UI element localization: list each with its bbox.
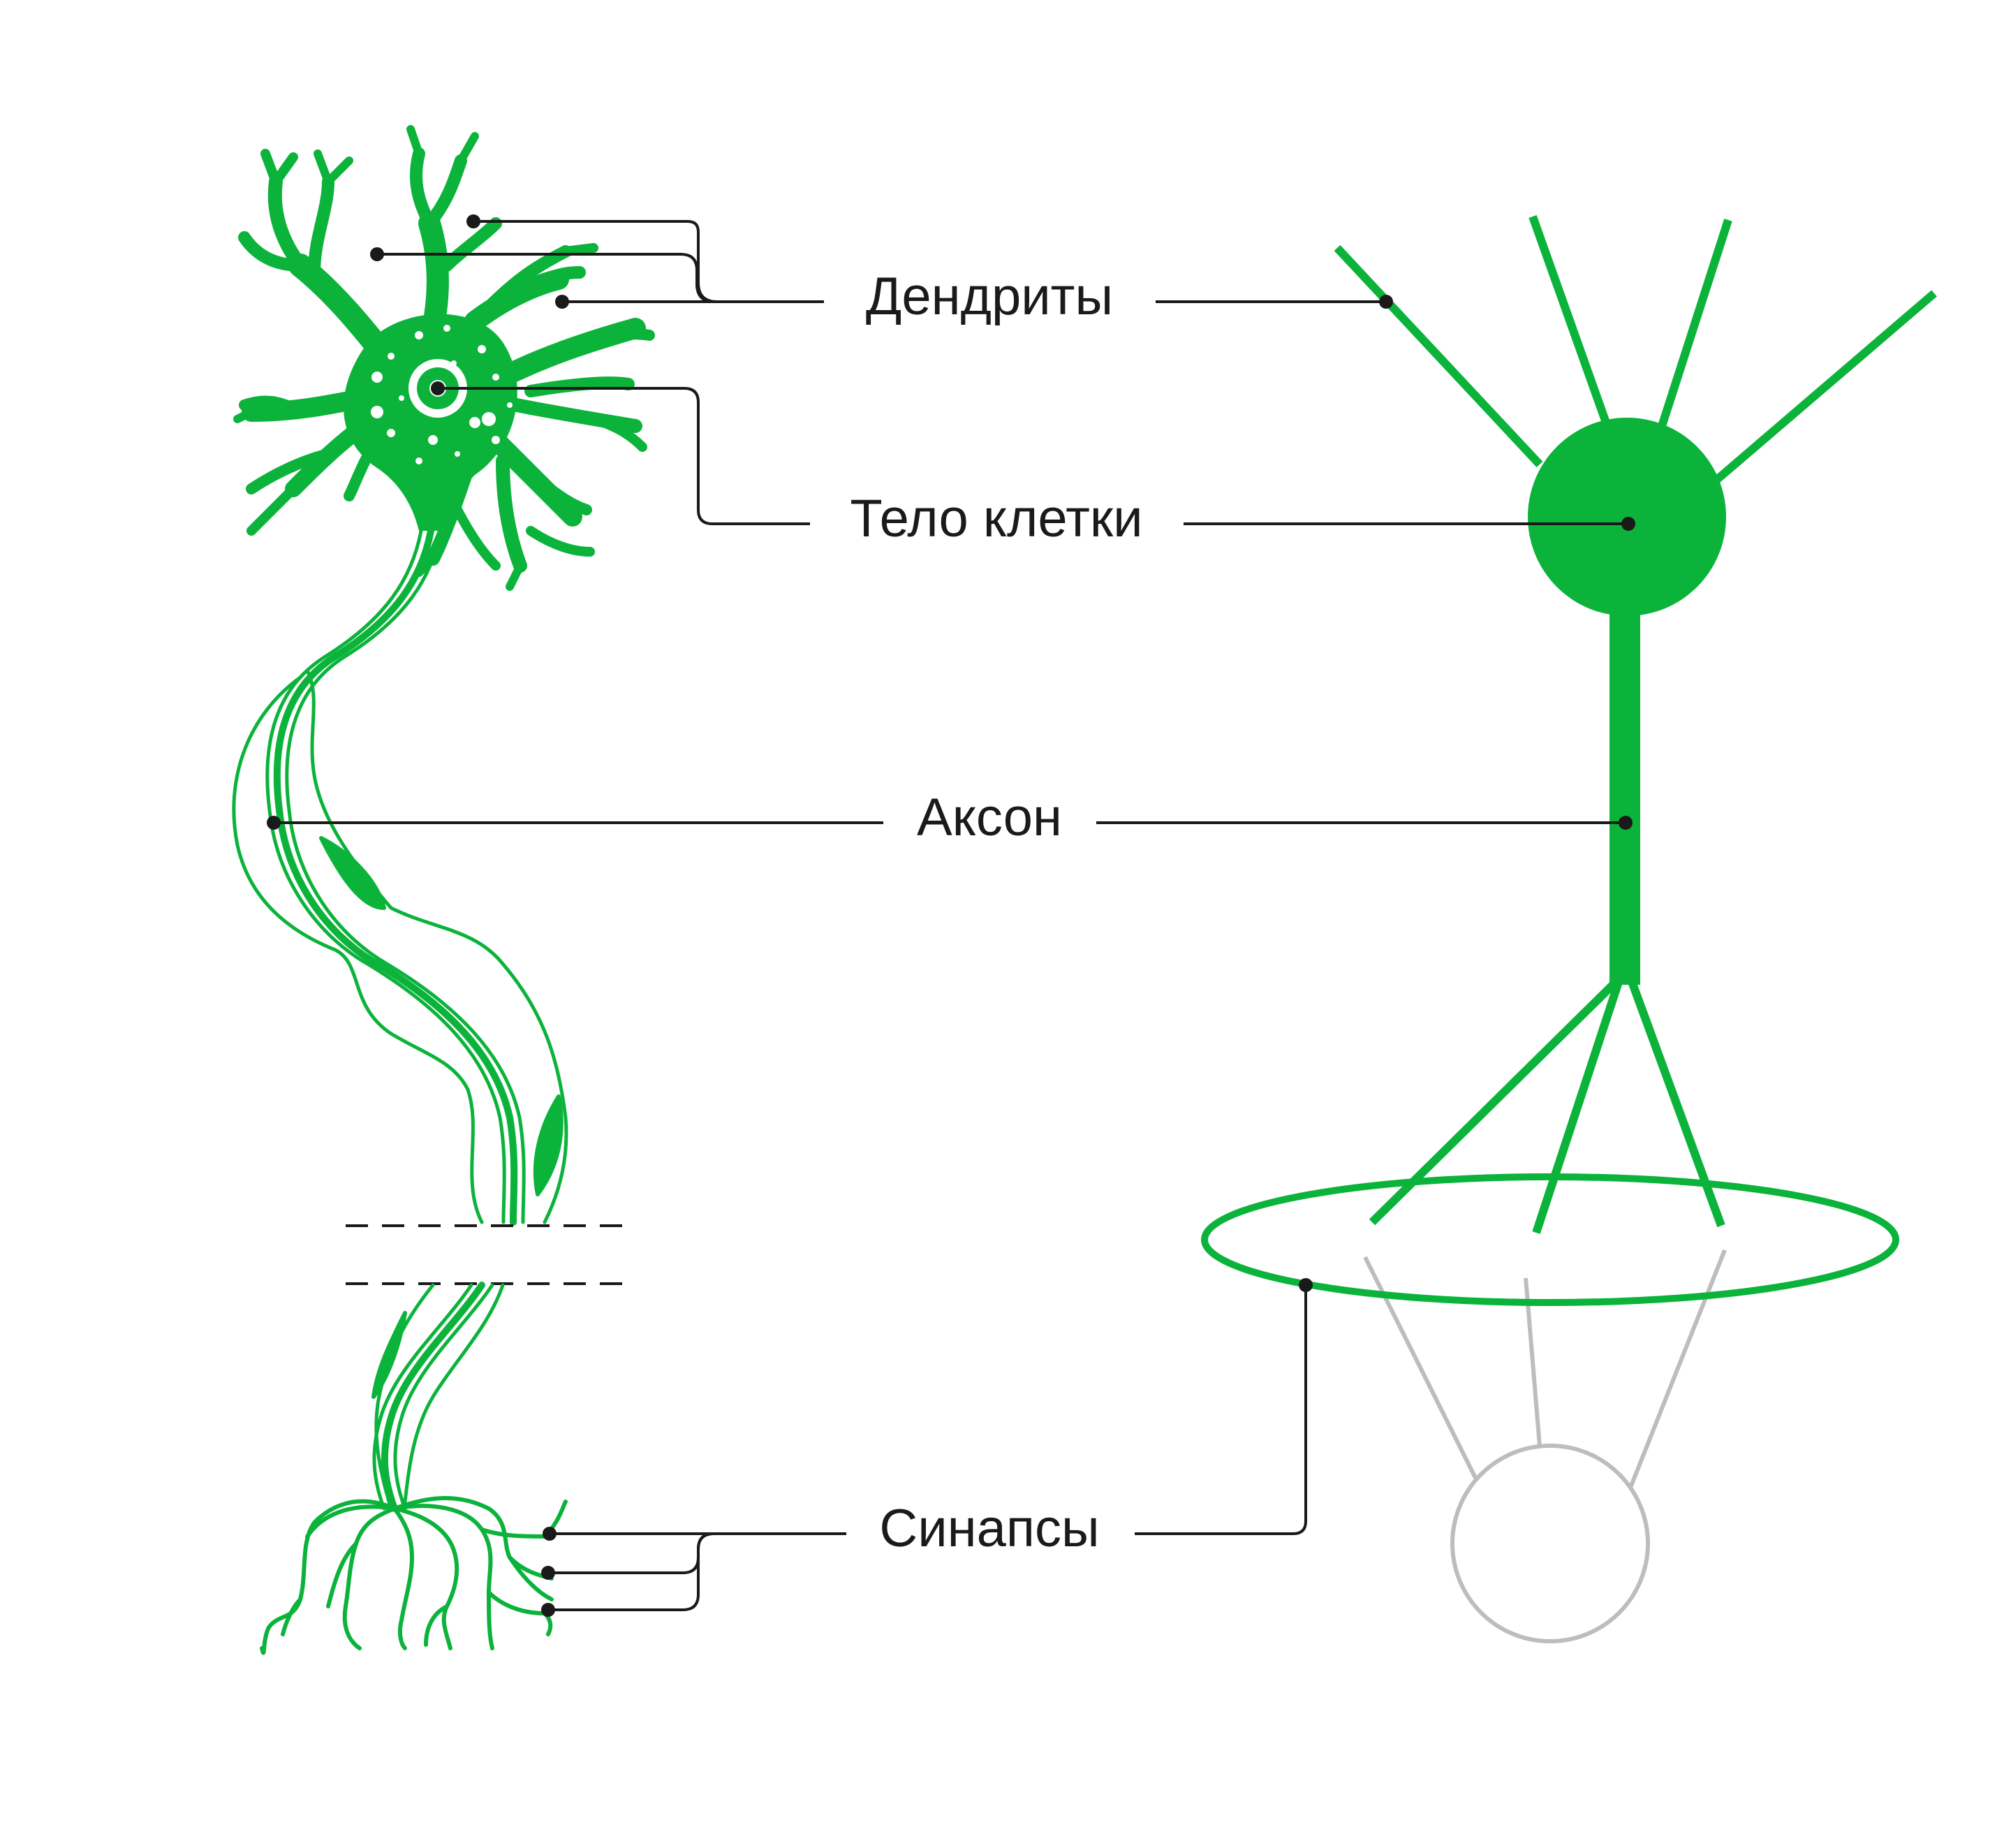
- cell-body-label: Тело клетки: [850, 489, 1142, 548]
- schematic-soma: [1528, 418, 1726, 616]
- realistic-axon-lower: [371, 1282, 505, 1512]
- soma-organelles: [371, 325, 513, 464]
- schematic-terminals: [1369, 974, 1725, 1234]
- axon-break-marks: [346, 1224, 635, 1285]
- axon-label: Аксон: [917, 788, 1062, 847]
- axon-terminals: [260, 1496, 568, 1655]
- schematic-synapse-ring: [1201, 1173, 1899, 1306]
- realistic-axon-upper: [232, 513, 568, 1226]
- schematic-dendrites: [1334, 214, 1937, 485]
- schematic-axon: [1609, 608, 1640, 985]
- next-cell: [1363, 1249, 1727, 1643]
- leader-lines: [274, 220, 1628, 1611]
- dendrites-label: Дендриты: [866, 267, 1113, 326]
- realistic-neuron: [232, 125, 655, 1655]
- leader-dots: [267, 214, 1635, 1617]
- synapses-label: Синапсы: [879, 1499, 1099, 1558]
- schematic-neuron: [1201, 214, 1937, 1643]
- realistic-soma: [344, 314, 517, 531]
